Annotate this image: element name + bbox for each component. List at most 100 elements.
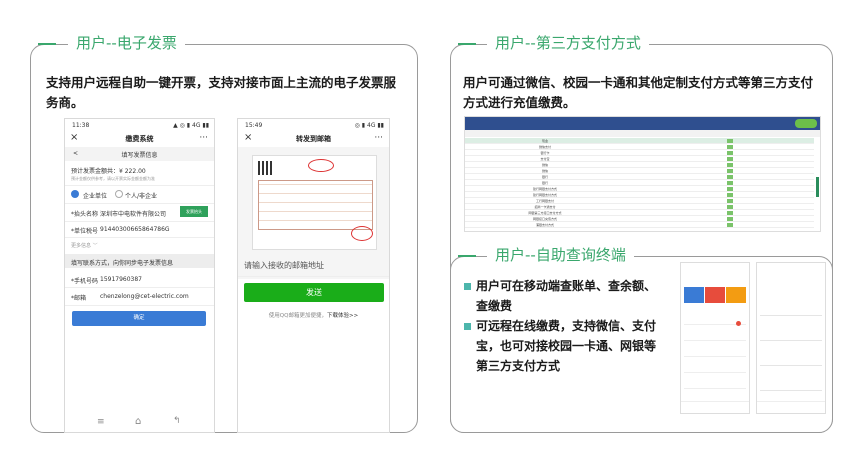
radio-personal[interactable]	[115, 190, 123, 198]
desc-line: 用户可通过微信、校园一卡通和其他定制支付方式等第三方支付	[463, 75, 814, 90]
divider	[65, 287, 214, 288]
app-title: 缴费系统	[125, 135, 154, 143]
nav-menu-icon[interactable]: ≡	[97, 417, 105, 427]
payment-method-row[interactable]: 银行	[465, 180, 814, 186]
status-badge	[727, 199, 733, 203]
mobile-record-screenshot	[756, 262, 826, 414]
bottom-nav	[757, 401, 825, 413]
status-badge	[727, 139, 733, 143]
payment-method-name: 微信	[541, 169, 548, 173]
tax-value[interactable]: 91440300665864786G	[100, 226, 170, 233]
payment-method-row[interactable]: 微信	[465, 168, 814, 174]
payment-method-name: 银行	[541, 181, 548, 185]
email-input[interactable]: 请输入接收的邮箱地址	[244, 261, 324, 270]
payment-method-name: 招商一卡通支付	[534, 205, 556, 209]
header-value[interactable]: 深圳市中电软件有限公司	[100, 211, 167, 218]
bill-list	[684, 309, 746, 389]
contact-section-header	[65, 254, 214, 268]
payment-method-name: 银行卡	[540, 151, 550, 155]
status-badge	[727, 181, 733, 185]
payment-method-row[interactable]: 支付宝	[465, 156, 814, 162]
title-accent-line	[38, 43, 56, 45]
status-badge	[727, 193, 733, 197]
status-time: 11:38	[72, 122, 90, 129]
payment-method-row[interactable]: 微信	[465, 162, 814, 168]
divider	[65, 185, 214, 186]
page-header	[65, 147, 214, 161]
invoice-table	[258, 180, 373, 230]
nav-home-icon[interactable]: ⌂	[135, 416, 142, 427]
tip-text: 使用QQ邮箱更加便捷，	[268, 313, 327, 319]
status-badge	[727, 223, 733, 227]
payment-method-name: 网银接口充值方式	[532, 217, 557, 221]
close-icon[interactable]: ×	[70, 132, 79, 143]
payment-method-row[interactable]: 工行网银支付	[465, 198, 814, 204]
mobile-billing-screenshot	[680, 262, 750, 414]
more-icon[interactable]: ···	[199, 133, 208, 143]
status-time: 15:49	[245, 122, 263, 129]
desc-line: 务商。	[46, 95, 84, 110]
desc-line: 方式进行充值缴费。	[463, 95, 576, 110]
balance-card-red	[705, 287, 725, 303]
payment-method-row[interactable]: 微信支付	[465, 144, 814, 150]
confirm-button[interactable]: 确定	[72, 311, 206, 326]
close-icon[interactable]: ×	[244, 132, 253, 143]
payment-method-row[interactable]: 建行网银支付方式	[465, 186, 814, 192]
pay-badge-icon	[736, 321, 741, 326]
send-button[interactable]: 发送	[244, 283, 384, 302]
status-badge	[727, 211, 733, 215]
qq-mail-tip: 使用QQ邮箱更加便捷，下载体验>>	[238, 311, 389, 319]
radio-company-label: 企业单位	[83, 193, 108, 200]
divider	[238, 276, 389, 277]
payment-method-row[interactable]: 网银接口充值方式	[465, 216, 814, 222]
bullet-2: 可远程在线缴费，支持微信、支付 宝，也可对接校园一卡通、网银等 第三方支付方式	[476, 316, 656, 376]
scrollbar[interactable]	[816, 177, 819, 197]
e-invoice-description: 支持用户远程自助一键开票，支持对接市面上主流的电子发票服 务商。	[46, 73, 418, 113]
payment-admin-screenshot: 现金微信支付银行卡支付宝微信微信银行银行建行网银支付方式建行网银支付方式工行网银…	[464, 116, 821, 232]
email-value[interactable]: chenzelong@cet-electric.com	[100, 293, 189, 300]
payment-method-name: 现金	[541, 139, 548, 143]
divider	[65, 203, 214, 204]
balance-card-blue	[684, 287, 704, 303]
status-badge	[727, 175, 733, 179]
divider	[65, 237, 214, 238]
payment-method-row[interactable]: 招商一卡通支付	[465, 204, 814, 210]
email-label: *邮箱	[71, 295, 87, 302]
contact-section-text: 填写联系方式，向你同步电子发票信息	[71, 260, 174, 267]
phone-label: *手机号码	[71, 278, 99, 285]
phone-value[interactable]: 15917960387	[100, 276, 142, 283]
payment-method-name: 浦银支付方式	[535, 223, 554, 227]
payment-method-name: 工行网银支付	[535, 199, 554, 203]
more-info-toggle[interactable]: 更多信息 ﹀	[71, 243, 98, 249]
status-icons: ▲ ◎ ▮ 4G ▮▮	[173, 122, 209, 129]
nav-back-icon[interactable]: ↰	[173, 416, 181, 426]
status-badge	[727, 157, 733, 161]
divider	[65, 221, 214, 222]
download-link[interactable]: 下载体验>>	[326, 313, 359, 319]
balance-card-orange	[726, 287, 746, 303]
payment-method-name: 银行	[541, 175, 548, 179]
payment-method-row[interactable]: 网银第三方接口支付方式	[465, 210, 814, 216]
invoice-form-screenshot: 11:38 ▲ ◎ ▮ 4G ▮▮ × 缴费系统 ··· < 填写发票信息 预计…	[64, 118, 215, 433]
payment-method-row[interactable]: 浦银支付方式	[465, 222, 814, 228]
panel-title-e-invoice: 用户--电子发票	[68, 33, 185, 53]
title-accent-line	[458, 43, 476, 45]
payment-method-row[interactable]: 银行卡	[465, 150, 814, 156]
qr-code-icon	[258, 161, 272, 175]
bottom-nav	[681, 401, 749, 413]
radio-company[interactable]	[71, 190, 79, 198]
payment-description: 用户可通过微信、校园一卡通和其他定制支付方式等第三方支付 方式进行充值缴费。	[463, 73, 828, 113]
admin-topbar	[465, 117, 820, 130]
invoice-header-button[interactable]: 发票抬头	[180, 206, 208, 217]
status-badge	[727, 187, 733, 191]
admin-tabbar	[465, 130, 820, 137]
invoice-image	[252, 155, 377, 250]
payment-method-row[interactable]: 建行网银支付方式	[465, 192, 814, 198]
back-icon[interactable]: <	[73, 150, 79, 157]
payment-method-row[interactable]: 银行	[465, 174, 814, 180]
status-badge	[727, 151, 733, 155]
divider	[65, 305, 214, 306]
payment-method-row[interactable]: 现金	[465, 138, 814, 144]
more-icon[interactable]: ···	[374, 133, 383, 143]
payment-method-name: 建行网银支付方式	[532, 193, 557, 197]
